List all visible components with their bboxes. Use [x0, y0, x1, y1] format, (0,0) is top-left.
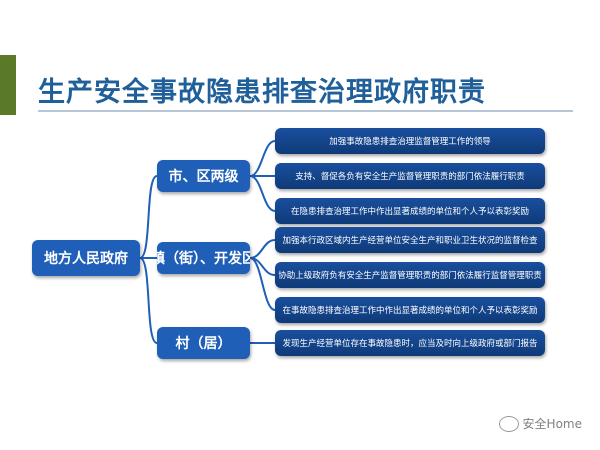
level-node-3: 村（居）	[157, 327, 250, 359]
watermark: 安全Home	[498, 415, 582, 432]
connector-level-1-duty-3	[249, 175, 276, 212]
duty-node-2-1: 加强本行政区域内生产经营单位安全生产和职业卫生状况的监督检查	[275, 227, 545, 253]
duty-node-2-2: 协助上级政府负有安全生产监督管理职责的部门依法履行监督管理职责	[275, 262, 545, 288]
connector-level-2-duty-1	[249, 239, 276, 259]
duty-node-3-1: 发现生产经营单位存在事故隐患时，应当及时向上级政府或部门报告	[275, 330, 545, 356]
root-node: 地方人民政府	[32, 240, 140, 276]
duty-node-1-3: 在隐患排查治理工作中作出显著成绩的单位和个人予以表彰奖励	[275, 198, 545, 224]
accent-bar	[0, 55, 16, 115]
duty-node-1-1: 加强事故隐患排查治理监督管理工作的领导	[275, 128, 545, 154]
title-divider	[38, 110, 573, 112]
watermark-text: 安全Home	[522, 417, 582, 431]
level-node-1: 市、区两级	[157, 160, 250, 192]
slide-title: 生产安全事故隐患排查治理政府职责	[38, 77, 486, 108]
wechat-icon	[498, 415, 519, 432]
connector-level-2-duty-3	[249, 257, 276, 311]
duty-node-1-2: 支持、督促各负有安全生产监督管理职责的部门依法履行职责	[275, 163, 545, 189]
duty-node-2-3: 在事故隐患排查治理工作中作出显著成绩的单位和个人予以表彰奖励	[275, 297, 545, 323]
connector-level-1-duty-1	[249, 140, 276, 177]
connector-root-level-1	[139, 175, 158, 259]
level-node-2: 镇（街）、开发区	[157, 242, 250, 274]
connector-root-level-3	[139, 257, 158, 344]
